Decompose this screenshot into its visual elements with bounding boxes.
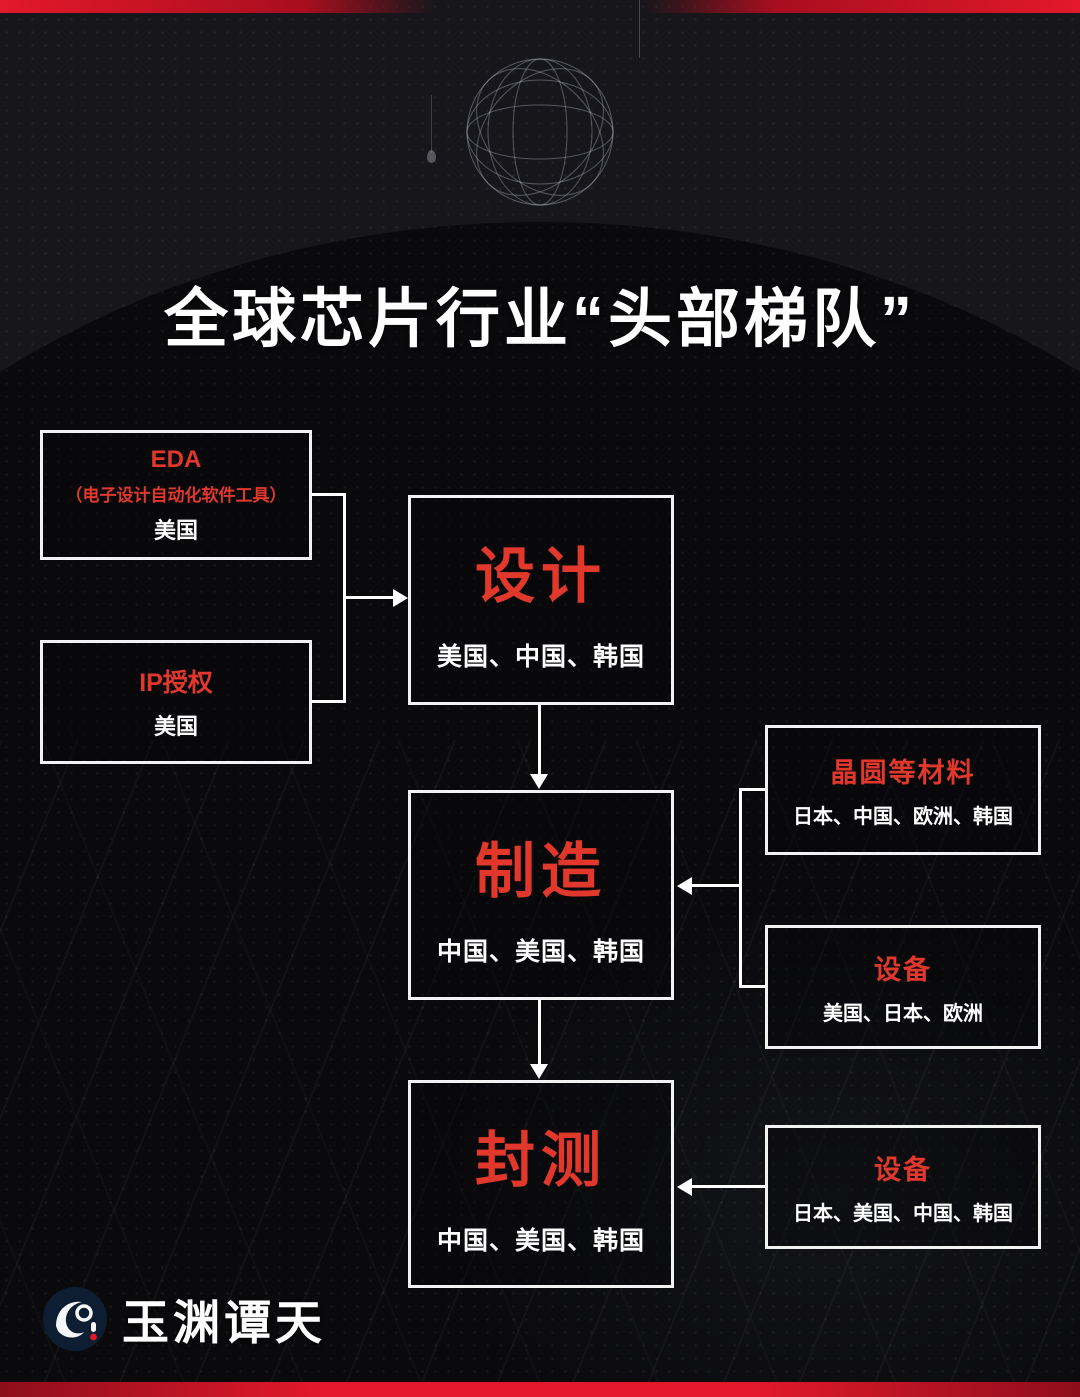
- packaging-stage-box: 封测 中国、美国、韩国: [408, 1080, 674, 1288]
- design-title: 设计: [475, 542, 607, 610]
- eda-subtitle: （电子设计自动化软件工具）: [65, 485, 287, 505]
- connector-line: [312, 493, 346, 496]
- connector-line: [740, 985, 765, 988]
- manufacturing-title: 制造: [475, 837, 607, 905]
- arrow-left-icon: [677, 1178, 692, 1196]
- connector-line: [691, 884, 741, 887]
- horizon-dome: [0, 222, 1080, 1397]
- manufacturing-stage-box: 制造 中国、美国、韩国: [408, 790, 674, 1000]
- ip-licensing-box: IP授权 美国: [40, 640, 312, 764]
- connector-line: [312, 700, 346, 703]
- wafer-materials-box: 晶圆等材料 日本、中国、欧洲、韩国: [765, 725, 1041, 855]
- packaging-countries: 中国、美国、韩国: [436, 1226, 645, 1255]
- manufacturing-countries: 中国、美国、韩国: [436, 937, 645, 966]
- equipment-packaging-title: 设备: [874, 1155, 932, 1185]
- equipment-packaging-countries: 日本、美国、中国、韩国: [793, 1203, 1013, 1225]
- design-stage-box: 设计 美国、中国、韩国: [408, 495, 674, 705]
- droplet-line: [431, 95, 432, 153]
- connector-line: [538, 705, 541, 775]
- connector-line: [740, 788, 765, 791]
- design-countries: 美国、中国、韩国: [436, 642, 645, 671]
- equipment-packaging-box: 设备 日本、美国、中国、韩国: [765, 1125, 1041, 1249]
- arrow-down-icon: [530, 1064, 548, 1079]
- top-right-red-bar: [645, 0, 1080, 13]
- page-title: 全球芯片行业“头部梯队”: [164, 283, 916, 355]
- brand-logo: 玉渊谭天: [42, 1284, 326, 1353]
- hanging-line: [639, 0, 640, 58]
- logo-text: 玉渊谭天: [122, 1296, 326, 1349]
- eda-countries: 美国: [153, 517, 198, 543]
- background-glow: [430, 897, 1080, 1397]
- arrow-left-icon: [677, 877, 692, 895]
- connector-line: [739, 788, 742, 988]
- packaging-title: 封测: [475, 1126, 607, 1194]
- logo-icon: [43, 1286, 107, 1351]
- connector-line: [343, 596, 393, 599]
- arrow-down-icon: [530, 774, 548, 789]
- droplet-icon: [427, 150, 436, 163]
- eda-box: EDA （电子设计自动化软件工具） 美国: [40, 430, 312, 560]
- equipment-manufacturing-title: 设备: [874, 955, 932, 985]
- arrow-right-icon: [393, 589, 408, 607]
- ip-title: IP授权: [139, 669, 213, 697]
- wafer-materials-countries: 日本、中国、欧洲、韩国: [793, 806, 1013, 828]
- wafer-materials-title: 晶圆等材料: [830, 758, 976, 788]
- connector-line: [691, 1185, 765, 1188]
- eda-title: EDA: [150, 445, 202, 473]
- ip-countries: 美国: [153, 714, 198, 739]
- equipment-manufacturing-countries: 美国、日本、欧洲: [823, 1003, 983, 1025]
- wireframe-globe-icon: [466, 58, 614, 206]
- connector-line: [538, 1000, 541, 1066]
- equipment-manufacturing-box: 设备 美国、日本、欧洲: [765, 925, 1041, 1049]
- top-left-red-bar: [0, 0, 435, 13]
- bottom-red-bar: [0, 1382, 1080, 1397]
